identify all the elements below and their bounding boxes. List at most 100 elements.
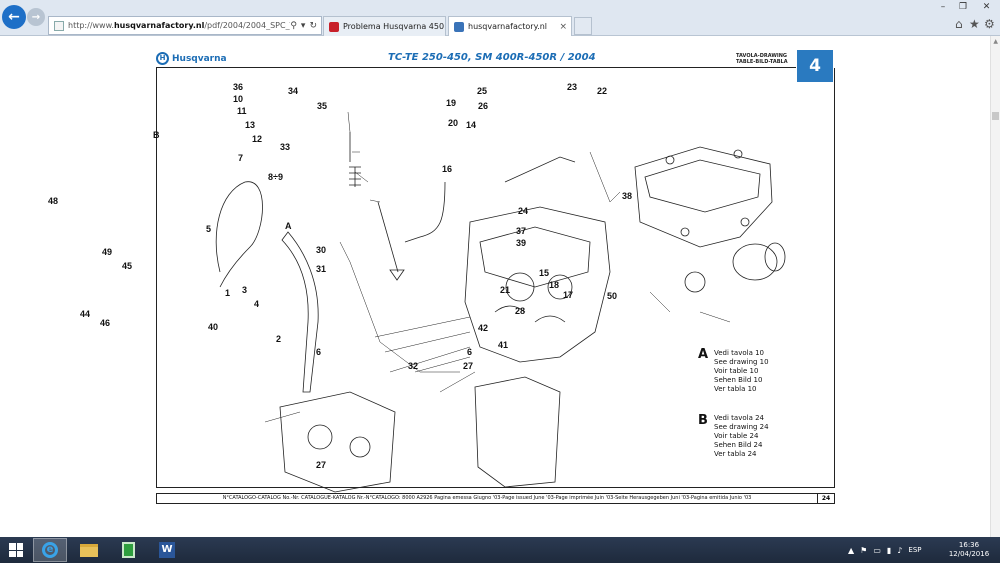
- part-number-label: 6: [316, 347, 321, 357]
- part-number-label: 12: [252, 134, 262, 144]
- part-number-label: 41: [498, 340, 508, 350]
- address-bar[interactable]: http://www.husqvarnafactory.nl/pdf/2004/…: [48, 16, 322, 35]
- cylinder-head: [464, 206, 611, 363]
- browser-toolbar: ← → http://www.husqvarnafactory.nl/pdf/2…: [0, 0, 1000, 36]
- scroll-up-icon[interactable]: ▲: [993, 38, 998, 45]
- part-number-label: 27: [316, 460, 326, 470]
- network-signal-icon[interactable]: ▮: [886, 545, 892, 555]
- catalog-footer: N°CATALOGO-CATALOG No.-Nr. CATALOGUE-KAT…: [156, 493, 818, 504]
- drawing-label: TAVOLA-DRAWING TABLE-BILD-TABLA: [736, 53, 788, 65]
- vertical-scrollbar[interactable]: ▲: [990, 36, 1000, 537]
- part-number-label: 48: [48, 196, 58, 206]
- internet-explorer-icon: e: [42, 542, 58, 558]
- decompression-cable: [215, 181, 263, 288]
- footer-page-number: 24: [818, 493, 835, 504]
- taskbar-internet-explorer[interactable]: e: [33, 538, 67, 562]
- start-button[interactable]: [4, 538, 28, 562]
- legend-a-text: Vedi tavola 10 See drawing 10 Voir table…: [714, 349, 769, 393]
- part-number-label: 3: [242, 285, 247, 295]
- part-number-label: 13: [245, 120, 255, 130]
- scroll-thumb[interactable]: [992, 112, 999, 120]
- forum-favicon-icon: [329, 21, 339, 32]
- chain-guide: [281, 231, 319, 393]
- windows-logo-icon: [9, 543, 23, 557]
- page-icon: [54, 20, 64, 31]
- display-icon[interactable]: ▭: [873, 545, 881, 555]
- forward-arrow-icon: →: [31, 11, 41, 23]
- part-number-label: 24: [518, 206, 528, 216]
- sheet-number-badge: 4: [797, 50, 833, 82]
- valve-cover: [634, 146, 773, 248]
- legend-b-letter: B: [698, 413, 708, 428]
- restore-button[interactable]: ❐: [958, 2, 968, 12]
- part-number-label: 44: [80, 309, 90, 319]
- taskbar-file-explorer[interactable]: [72, 538, 106, 562]
- part-number-label: 50: [607, 291, 617, 301]
- tab-husqvarnafactory[interactable]: husqvarnafactory.nl ×: [448, 16, 572, 36]
- gear-icon[interactable]: ⚙: [984, 17, 995, 31]
- pdf-page: H Husqvarna TC-TE 250-450, SM 400R-450R …: [140, 36, 848, 537]
- back-button[interactable]: ←: [2, 5, 26, 29]
- back-arrow-icon: ←: [8, 9, 20, 25]
- part-number-label: 14: [466, 120, 476, 130]
- part-number-label: 4: [254, 299, 259, 309]
- volume-icon[interactable]: ♪: [897, 545, 903, 555]
- part-number-label: 39: [516, 238, 526, 248]
- part-number-label: 25: [477, 86, 487, 96]
- part-number-label: 31: [316, 264, 326, 274]
- legend-a-letter: A: [698, 347, 709, 362]
- address-url[interactable]: http://www.husqvarnafactory.nl/pdf/2004/…: [68, 21, 290, 30]
- show-hidden-icons-icon[interactable]: ▲: [848, 545, 855, 555]
- husqvarna-logo: H Husqvarna: [156, 52, 227, 65]
- home-icon[interactable]: ⌂: [955, 17, 963, 31]
- cylinder-block: [279, 391, 396, 493]
- part-number-label: 27: [463, 361, 473, 371]
- page-favicon-icon: [454, 21, 464, 32]
- search-icon[interactable]: ⚲: [290, 20, 297, 31]
- part-number-label: 46: [100, 318, 110, 328]
- part-number-label: 2: [276, 334, 281, 344]
- taskbar: e W ▲ ⚑ ▭ ▮ ♪ ESP 16:36 12/04/2016: [0, 537, 1000, 563]
- part-number-label: 20: [448, 118, 458, 128]
- part-number-label: 11: [237, 106, 247, 116]
- tab-title: Problema Husqvarna 450 TE 20...: [343, 22, 445, 31]
- tab-problema-husqvarna[interactable]: Problema Husqvarna 450 TE 20...: [323, 16, 446, 36]
- taskbar-calculator[interactable]: [111, 538, 145, 562]
- favorites-star-icon[interactable]: ★: [969, 17, 980, 31]
- taskbar-word[interactable]: W: [150, 538, 184, 562]
- part-number-label: 36: [233, 82, 243, 92]
- clock[interactable]: 16:36 12/04/2016: [948, 541, 990, 558]
- part-number-label: 45: [122, 261, 132, 271]
- part-number-label: 1: [225, 288, 230, 298]
- part-number-label: 35: [317, 101, 327, 111]
- husqvarna-crown-icon: H: [156, 52, 169, 65]
- part-number-label: 40: [208, 322, 218, 332]
- part-number-label: 23: [567, 82, 577, 92]
- word-icon: W: [159, 542, 175, 558]
- part-number-label: 17: [563, 290, 573, 300]
- close-tab-icon[interactable]: ×: [559, 21, 567, 32]
- system-tray: ▲ ⚑ ▭ ▮ ♪ ESP: [848, 538, 922, 562]
- part-number-label: 30: [316, 245, 326, 255]
- new-tab-button[interactable]: [574, 17, 592, 35]
- part-number-label: 37: [516, 226, 526, 236]
- tab-title: husqvarnafactory.nl: [468, 22, 548, 31]
- legend-b-text: Vedi tavola 24 See drawing 24 Voir table…: [714, 414, 769, 458]
- part-number-label: 38: [622, 191, 632, 201]
- drawing-frame: [156, 68, 835, 488]
- refresh-icon[interactable]: ↻: [309, 20, 317, 31]
- frame-top-line: [156, 67, 796, 68]
- part-number-label: 32: [408, 361, 418, 371]
- flag-icon[interactable]: ⚑: [860, 545, 868, 555]
- pdf-viewport[interactable]: H Husqvarna TC-TE 250-450, SM 400R-450R …: [0, 36, 1000, 537]
- part-number-label: 16: [442, 164, 452, 174]
- minimize-button[interactable]: –: [940, 2, 946, 12]
- part-number-label: 49: [102, 247, 112, 257]
- forward-button[interactable]: →: [27, 8, 45, 26]
- language-indicator[interactable]: ESP: [908, 546, 922, 554]
- part-number-label: 22: [597, 86, 607, 96]
- part-number-label: A: [285, 221, 292, 231]
- close-window-button[interactable]: ✕: [982, 2, 991, 12]
- dropdown-icon[interactable]: ▾: [300, 20, 306, 31]
